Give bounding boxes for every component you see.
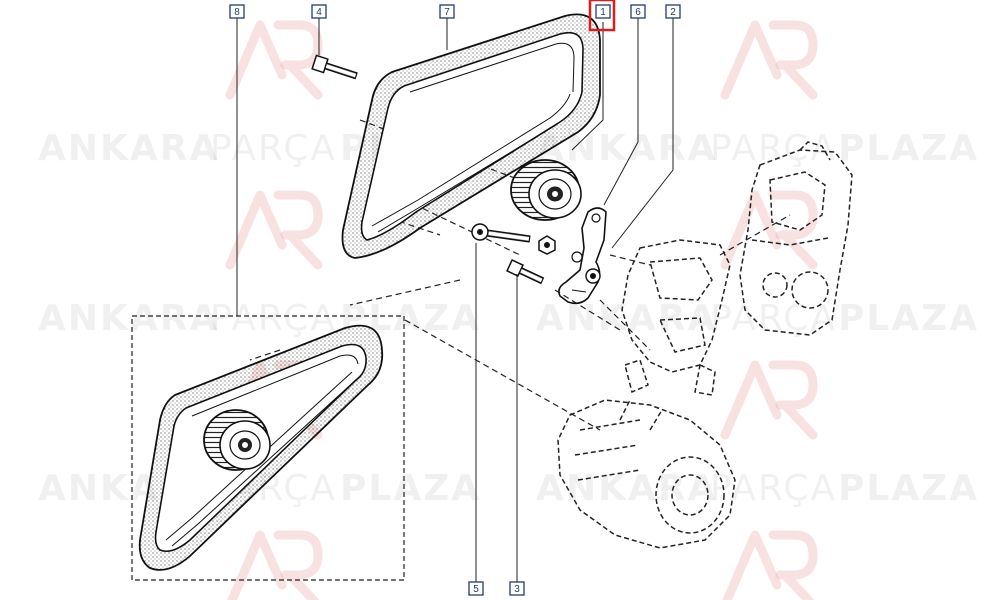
lower-idler-pulley <box>203 409 271 471</box>
callout-5[interactable]: 5 <box>468 581 484 596</box>
ac-compressor-ghost <box>557 399 736 549</box>
upper-idler-pulley <box>510 159 582 221</box>
leader-lines <box>236 18 674 582</box>
callout-4-label: 4 <box>316 7 322 18</box>
callouts: 8 4 7 1 6 2 5 3 <box>229 0 681 596</box>
callout-6[interactable]: 6 <box>630 4 646 19</box>
callout-6-label: 6 <box>635 7 641 18</box>
callout-4[interactable]: 4 <box>311 4 327 19</box>
ap-logo-watermark <box>720 360 818 440</box>
engine-block-ghost <box>739 141 853 336</box>
ap-logo-watermark <box>227 530 323 600</box>
watermark-brand-mid: PARÇA <box>710 298 837 339</box>
watermark-brand-right: PLAZA <box>838 128 979 169</box>
callout-2-label: 2 <box>670 7 676 18</box>
nut <box>538 235 556 255</box>
bolt-part-5 <box>471 223 531 243</box>
callout-8-label: 8 <box>234 7 240 18</box>
watermark-row-2: ANKARA PARÇA PLAZA ANKARA PARÇA PLAZA <box>38 298 979 339</box>
watermark-brand-left: ANKARA <box>536 468 717 509</box>
callout-3[interactable]: 3 <box>509 581 525 596</box>
alternate-kit-frame <box>131 315 405 581</box>
bolt-part-4 <box>311 54 358 80</box>
watermark-brand-mid: PARÇA <box>710 468 837 509</box>
upper-drive-belt <box>341 13 601 259</box>
ap-logo-watermark <box>720 20 818 100</box>
watermark-brand-mid: PARÇA <box>710 128 837 169</box>
watermark-row-1: ANKARA PARÇA PLAZA ANKARA PARÇA PLAZA <box>38 128 979 169</box>
callout-2[interactable]: 2 <box>665 4 681 19</box>
callout-5-label: 5 <box>473 584 479 595</box>
watermark-brand-mid: PARÇA <box>210 128 337 169</box>
bolt-part-3 <box>506 259 545 285</box>
callout-1-label: 1 <box>600 7 606 18</box>
watermark-brand-left: ANKARA <box>38 298 219 339</box>
callout-7[interactable]: 7 <box>439 4 455 19</box>
watermark-brand-left: ANKARA <box>536 298 717 339</box>
mounting-bracket-ghost <box>621 239 731 396</box>
ap-logo-watermark <box>720 190 818 270</box>
callout-7-label: 7 <box>444 7 450 18</box>
ap-logo-watermark <box>722 530 818 600</box>
watermark-brand-mid: PARÇA <box>210 298 337 339</box>
callout-8[interactable]: 8 <box>229 4 245 19</box>
callout-3-label: 3 <box>514 584 520 595</box>
tensioner-bracket <box>558 207 607 305</box>
ap-logo-watermark <box>225 190 323 270</box>
watermark-brand-left: ANKARA <box>38 128 219 169</box>
callout-1-highlighted[interactable]: 1 <box>588 0 616 32</box>
watermark-brand-right: PLAZA <box>838 468 979 509</box>
ap-logo-watermark <box>225 20 323 100</box>
watermark-brand-right: PLAZA <box>838 298 979 339</box>
highlight-frame <box>588 0 616 32</box>
watermark-brand-right: PLAZA <box>340 468 481 509</box>
